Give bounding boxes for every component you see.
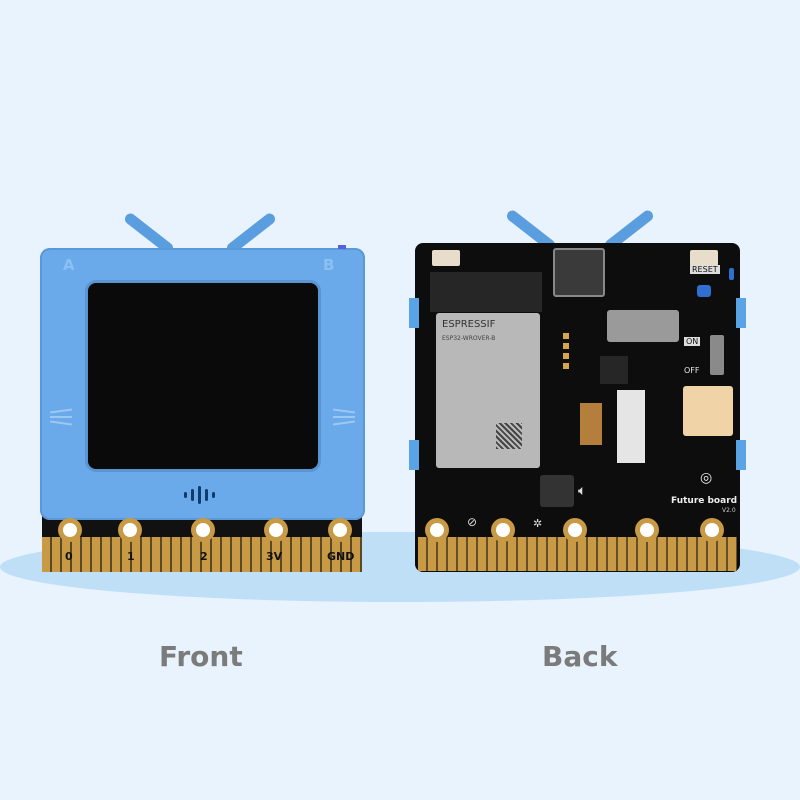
pin-2-pad[interactable] bbox=[191, 518, 215, 542]
reset-label: RESET bbox=[690, 265, 720, 274]
reset-button[interactable] bbox=[697, 285, 711, 297]
pin-3v-pad[interactable] bbox=[264, 518, 288, 542]
pin-pad[interactable] bbox=[491, 518, 515, 542]
button-b[interactable] bbox=[338, 245, 346, 249]
case-clip bbox=[736, 298, 746, 328]
speaker-icon: 🔈︎ bbox=[578, 483, 587, 499]
chip bbox=[600, 356, 628, 384]
compass-icon: ⊘ bbox=[467, 515, 478, 529]
battery-connector[interactable] bbox=[683, 386, 733, 436]
buzzer bbox=[540, 475, 574, 507]
pin-gnd-pad[interactable] bbox=[328, 518, 352, 542]
board-version: V2.0 bbox=[722, 507, 736, 514]
cat-logo-icon: ◎ bbox=[700, 470, 713, 486]
pin-label: 2 bbox=[200, 550, 208, 563]
case-clip bbox=[409, 440, 419, 470]
accelerometer-icon: ✲ bbox=[533, 517, 543, 530]
board-name: Future board bbox=[671, 496, 738, 506]
usb-c-port[interactable] bbox=[553, 248, 605, 297]
pin-0-pad[interactable] bbox=[58, 518, 82, 542]
button-a-label: A bbox=[63, 256, 75, 274]
pin-1-pad[interactable] bbox=[118, 518, 142, 542]
pin-pad[interactable] bbox=[425, 518, 449, 542]
antenna-area bbox=[430, 272, 542, 312]
edge-connector bbox=[418, 537, 737, 571]
power-switch[interactable] bbox=[710, 335, 724, 375]
back-caption: Back bbox=[542, 640, 618, 673]
qr-code bbox=[496, 423, 522, 449]
pin-pad[interactable] bbox=[563, 518, 587, 542]
microphone-icon bbox=[184, 486, 220, 504]
module-model: ESP32-WROVER-B bbox=[442, 335, 496, 342]
sd-card-slot[interactable] bbox=[607, 310, 679, 342]
test-pads bbox=[563, 333, 569, 369]
whisker-icon bbox=[50, 416, 72, 418]
esp32-module: ESPRESSIF ESP32-WROVER-B bbox=[436, 313, 540, 468]
pin-pad[interactable] bbox=[700, 518, 724, 542]
whisker-icon bbox=[333, 416, 355, 418]
module-brand: ESPRESSIF bbox=[442, 319, 496, 330]
flex-cable bbox=[580, 403, 602, 445]
led-indicator bbox=[729, 268, 734, 280]
button-a-switch[interactable] bbox=[432, 250, 460, 266]
display-connector bbox=[617, 390, 645, 463]
pin-label: 0 bbox=[65, 550, 73, 563]
button-b-label: B bbox=[323, 256, 335, 274]
button-b-switch[interactable] bbox=[690, 250, 718, 266]
pin-pad[interactable] bbox=[635, 518, 659, 542]
display-screen bbox=[88, 283, 318, 469]
pin-label: 3V bbox=[266, 550, 283, 563]
case-clip bbox=[409, 298, 419, 328]
pin-label: GND bbox=[327, 550, 355, 563]
pin-label: 1 bbox=[127, 550, 135, 563]
off-label: OFF bbox=[684, 366, 700, 375]
on-label: ON bbox=[684, 337, 701, 346]
case-clip bbox=[736, 440, 746, 470]
front-caption: Front bbox=[159, 640, 243, 673]
